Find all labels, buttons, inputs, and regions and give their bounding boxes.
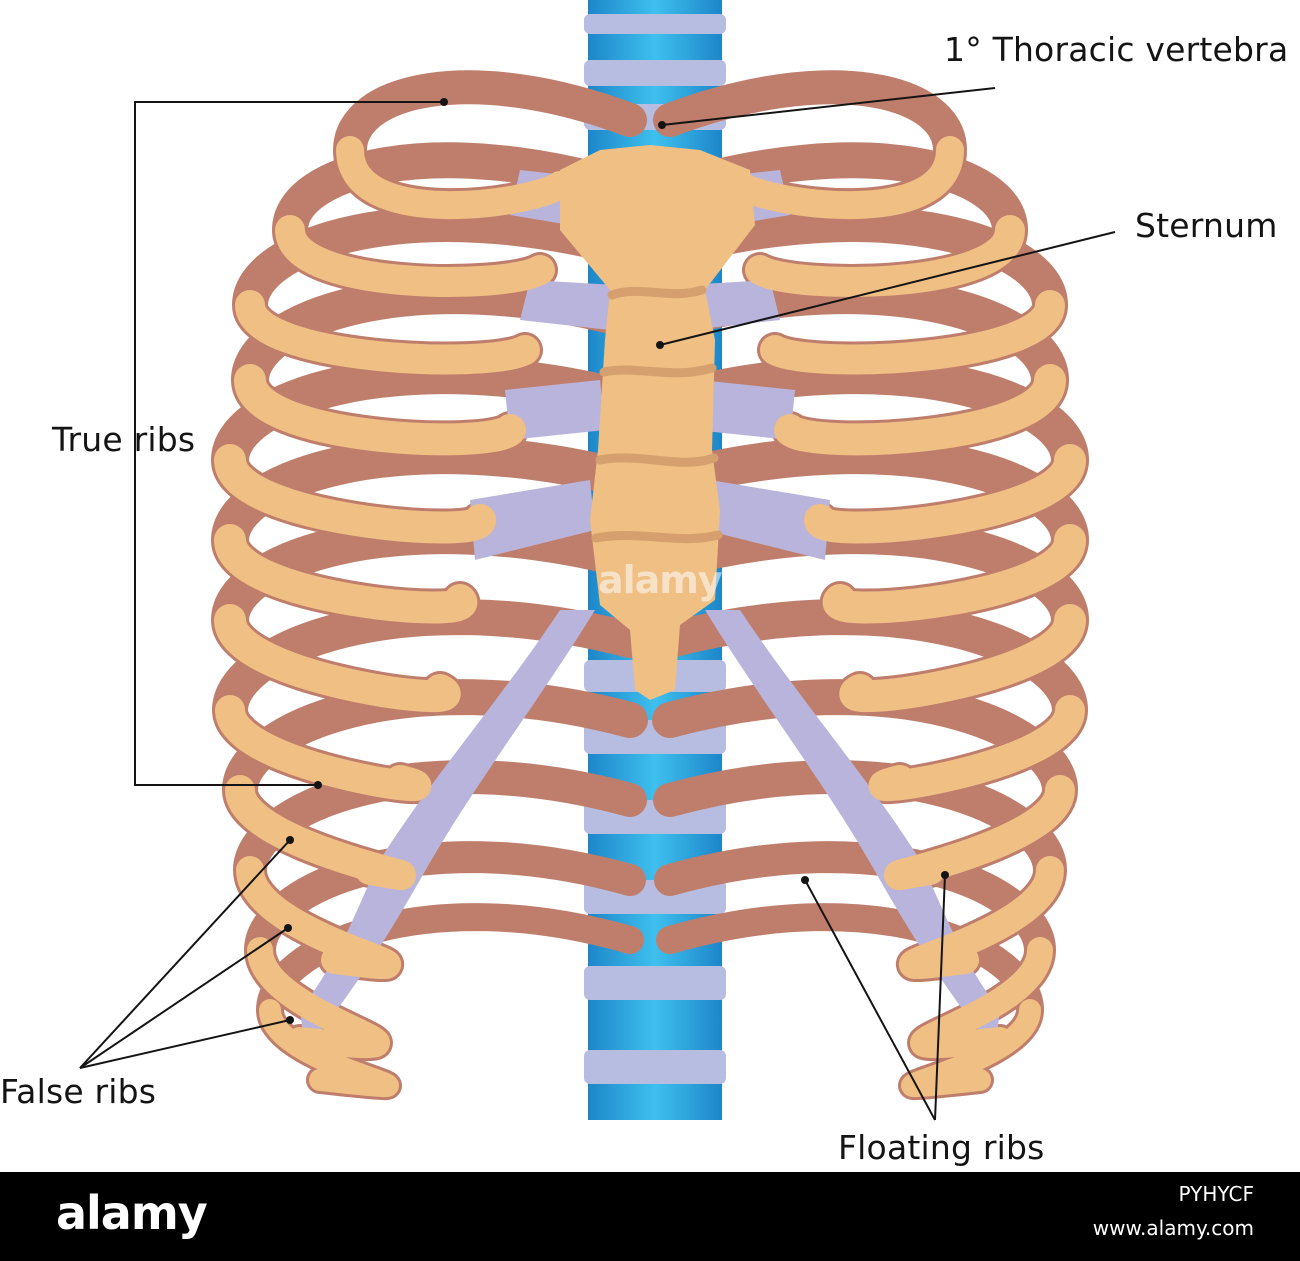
label-floating-ribs: Floating ribs bbox=[838, 1128, 1045, 1167]
footer-image-id: PYHYCF bbox=[1178, 1182, 1254, 1206]
costal-cartilage-right bbox=[705, 610, 1000, 1050]
watermark: alamy bbox=[598, 558, 723, 602]
leader-endpoint bbox=[941, 871, 949, 879]
leader-endpoint bbox=[801, 876, 809, 884]
sternum-suture bbox=[599, 363, 717, 378]
rib bbox=[901, 999, 1041, 1098]
leader-endpoint bbox=[440, 98, 448, 106]
rib bbox=[774, 364, 1066, 456]
rib bbox=[760, 290, 1065, 375]
label-thoracic-vertebra: 1° Thoracic vertebra bbox=[944, 30, 1289, 69]
rib bbox=[868, 695, 1085, 802]
leader-endpoint bbox=[314, 781, 322, 789]
rib bbox=[899, 856, 1064, 980]
intervertebral-disc bbox=[584, 966, 726, 1000]
sternum-bone bbox=[560, 145, 755, 700]
rib bbox=[214, 444, 497, 544]
rib bbox=[803, 444, 1086, 544]
rib-cage-diagram: 1° Thoracic vertebra Sternum True ribs F… bbox=[0, 0, 1289, 1167]
label-true-ribs: True ribs bbox=[52, 420, 196, 459]
leader-endpoint bbox=[658, 121, 666, 129]
rib bbox=[822, 524, 1086, 624]
leader-line bbox=[79, 927, 289, 1069]
costal-cartilage-left bbox=[300, 610, 595, 1050]
leader-endpoint bbox=[286, 1016, 294, 1024]
leader-line bbox=[79, 1019, 291, 1069]
intervertebral-disc bbox=[584, 60, 726, 86]
rib bbox=[745, 215, 1025, 297]
label-false-ribs: False ribs bbox=[0, 1072, 157, 1111]
rib-outer-surfaces bbox=[214, 136, 1086, 1098]
intervertebral-disc bbox=[584, 14, 726, 34]
label-sternum: Sternum bbox=[1135, 206, 1278, 245]
leader-line bbox=[661, 87, 996, 126]
leader-lines bbox=[79, 87, 1116, 1121]
rib bbox=[225, 775, 417, 891]
rib bbox=[214, 604, 461, 713]
rib bbox=[336, 136, 574, 219]
rib bbox=[234, 364, 526, 456]
leader-line bbox=[79, 839, 291, 1069]
rib bbox=[247, 937, 390, 1059]
sternum-sutures bbox=[591, 285, 723, 544]
rib bbox=[236, 856, 401, 980]
rib bbox=[214, 524, 478, 624]
footer-site: www.alamy.com bbox=[1092, 1216, 1254, 1240]
rib bbox=[883, 775, 1075, 891]
leader-line bbox=[804, 879, 936, 1121]
leader-endpoint bbox=[284, 924, 292, 932]
rib bbox=[726, 136, 964, 219]
leader-endpoint bbox=[286, 836, 294, 844]
leader-line bbox=[659, 231, 1116, 346]
footer-bar: alamy PYHYCF www.alamy.com bbox=[0, 1172, 1300, 1261]
sternum-suture bbox=[607, 285, 707, 300]
sternum-suture bbox=[591, 530, 723, 544]
rib bbox=[215, 695, 432, 802]
footer-brand-logo: alamy bbox=[56, 1186, 208, 1240]
rib bbox=[910, 937, 1053, 1059]
leader-line bbox=[134, 101, 444, 786]
rib bbox=[259, 999, 399, 1098]
rib bbox=[275, 215, 555, 297]
sternum-suture bbox=[595, 453, 719, 467]
rib-cage-illustration bbox=[79, 0, 1116, 1121]
leader-endpoint bbox=[656, 341, 664, 349]
rib bbox=[235, 290, 540, 375]
rib bbox=[839, 604, 1086, 713]
intervertebral-disc bbox=[584, 1050, 726, 1084]
leader-line bbox=[934, 874, 946, 1121]
